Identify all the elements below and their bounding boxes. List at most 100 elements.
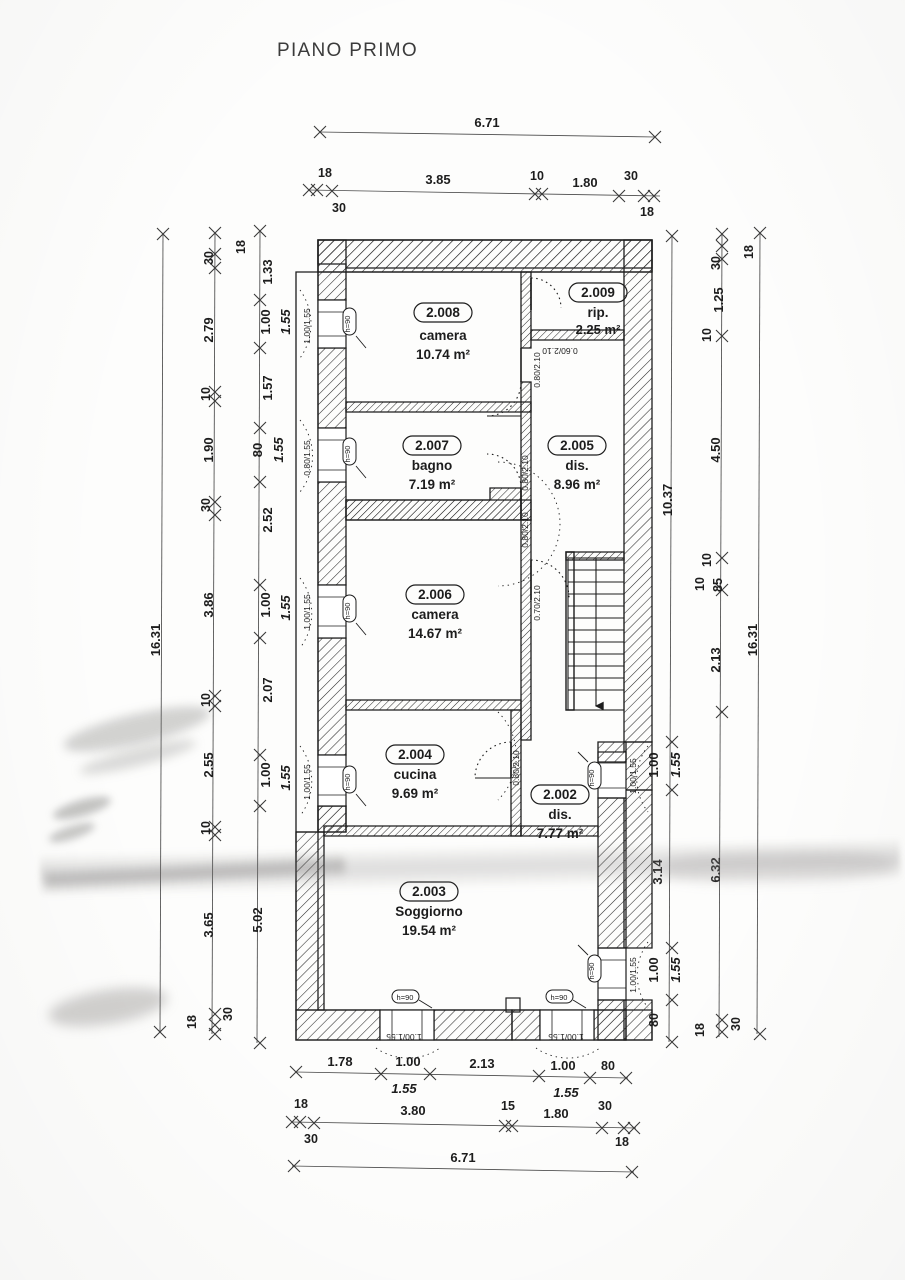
- door-label-d: 0.80/2.10: [520, 512, 530, 548]
- room-2005: 2.005 dis. 8.96 m²: [547, 435, 607, 492]
- room-2003: 2.003 Soggiorno 19.54 m²: [395, 881, 463, 938]
- room-code-pill: [568, 282, 628, 303]
- wall-west-c: [317, 481, 347, 586]
- window-label-h: 1.00/1.55: [548, 1032, 584, 1042]
- tag-w1: h=90: [342, 307, 367, 349]
- room-name: cucina: [394, 767, 437, 782]
- room-area: 2.25 m²: [576, 322, 621, 337]
- window-label-g: 1.00/1.55: [386, 1032, 422, 1042]
- room-code-pill: [405, 584, 465, 605]
- dim-bottom-chain-line: [291, 1121, 637, 1129]
- window-west-upper: [317, 299, 347, 349]
- room-code-pill: [399, 881, 459, 902]
- dim-left-255: 2.55: [201, 752, 216, 777]
- dim-right-100a: 1.00: [646, 752, 661, 777]
- dim-in-100c: 1.00: [258, 762, 273, 787]
- room-code-pill: [530, 784, 590, 805]
- dim-right-inner-line: [668, 235, 673, 1043]
- dim-left-10c: 10: [199, 821, 213, 835]
- dim-top-overall-line: [319, 131, 656, 138]
- partition-h-dis-south: [520, 825, 599, 837]
- dim-right-100b: 1.00: [646, 957, 661, 982]
- tag-s2: h=90: [545, 989, 587, 1009]
- tag-text: h=90: [551, 993, 568, 1002]
- partition-h-bagno-south2: [345, 499, 532, 521]
- window-height-tags: h=90 h=90 h=90 h=90 h=90: [342, 307, 602, 1009]
- wall-east-c: [623, 789, 653, 949]
- door-label-c: 0.80/2.10: [520, 455, 530, 491]
- wall-east-a: [623, 239, 653, 743]
- dim-left-190: 1.90: [201, 437, 216, 462]
- window-label-a: 1.00/1.55: [302, 308, 312, 344]
- dim-bottom-inner-line: [295, 1071, 629, 1079]
- dim-top-180: 1.80: [572, 175, 597, 190]
- room-code-pill: [402, 435, 462, 456]
- dim-bot-155a: 1.55: [391, 1081, 417, 1096]
- dim-right-overall-line: [756, 232, 761, 1035]
- dim-in-133: 1.33: [260, 259, 275, 284]
- door-label-e: 0.70/2.10: [532, 585, 542, 621]
- dim-bot-30b: 30: [598, 1099, 612, 1113]
- dimension-lines: [159, 131, 761, 1173]
- room-area: 10.74 m²: [416, 347, 471, 362]
- tick-group-right: [665, 226, 767, 1049]
- dim-in-100a: 1.00: [258, 309, 273, 334]
- room-name: dis.: [565, 458, 588, 473]
- room-code-pill: [547, 435, 607, 456]
- dim-top-18b: 18: [640, 205, 654, 219]
- dim-bottom-overall-line: [291, 1165, 635, 1173]
- dim-bot-213: 2.13: [469, 1056, 494, 1071]
- dim-top-30b: 30: [624, 169, 638, 183]
- window-arc-w2: [299, 419, 313, 493]
- window-label-c: 1.00/1.55: [302, 594, 312, 630]
- wall-west-d: [317, 637, 347, 756]
- room-area: 9.69 m²: [392, 786, 439, 801]
- dim-top-18a: 18: [318, 166, 332, 180]
- window-label-f: 1.00/1.55: [628, 957, 638, 993]
- tag-text: h=90: [343, 446, 352, 463]
- dim-bot-100a: 1.00: [395, 1054, 420, 1069]
- dim-top-385: 3.85: [425, 172, 450, 187]
- dim-left-365: 3.65: [201, 912, 216, 937]
- partition-h-cucina-soggiorno: [323, 825, 522, 837]
- door-arc-a: [486, 381, 522, 417]
- dim-right-80: 80: [647, 1013, 661, 1027]
- dim-bot-100b: 1.00: [550, 1058, 575, 1073]
- window-south-right: [539, 1009, 595, 1041]
- tag-text: h=90: [343, 316, 352, 333]
- dim-bot-15: 15: [501, 1099, 515, 1113]
- tag-w2: h=90: [342, 437, 367, 479]
- page-title: PIANO PRIMO: [277, 40, 418, 61]
- exterior-wall-south-mid: [433, 1009, 513, 1041]
- partition-h-camera-cucina: [345, 699, 522, 711]
- wall-west-a: [317, 239, 347, 301]
- dim-right-18a: 18: [742, 245, 756, 259]
- room-area: 19.54 m²: [402, 923, 457, 938]
- window-east-soggiorno: [597, 947, 627, 1001]
- tag-e1: h=90: [577, 751, 602, 790]
- dim-left-overall-line: [159, 233, 164, 1033]
- room-code: 2.007: [415, 438, 449, 453]
- dim-left-279: 2.79: [201, 317, 216, 342]
- room-2004: 2.004 cucina 9.69 m²: [385, 744, 445, 801]
- room-2006: 2.006 camera 14.67 m²: [405, 584, 465, 641]
- dim-in-252: 2.52: [260, 507, 275, 532]
- dim-bot-155b: 1.55: [553, 1085, 579, 1100]
- room-code: 2.004: [398, 747, 432, 762]
- room-labels: 2.008 camera 10.74 m² 2.009 rip. 2.25 m²…: [385, 282, 628, 938]
- wall-west-lower: [295, 831, 325, 1011]
- room-name: camera: [419, 328, 467, 343]
- dim-right-10b: 10: [700, 553, 714, 567]
- door-label-b: 0.60/2.10: [542, 346, 578, 356]
- dim-right-30b: 30: [729, 1017, 743, 1031]
- dim-right-18b: 18: [693, 1023, 707, 1037]
- tick-group-top: [302, 125, 662, 203]
- dim-top-chain-line: [307, 189, 661, 197]
- room-name: dis.: [548, 807, 571, 822]
- door-label-a: 0.80/2.10: [532, 352, 542, 388]
- room-name: bagno: [412, 458, 453, 473]
- dim-in-155a: 1.55: [278, 309, 293, 335]
- dim-left-30b: 30: [199, 498, 213, 512]
- window-label-e: 1.00/1.55: [628, 758, 638, 794]
- dim-in-207: 2.07: [260, 677, 275, 702]
